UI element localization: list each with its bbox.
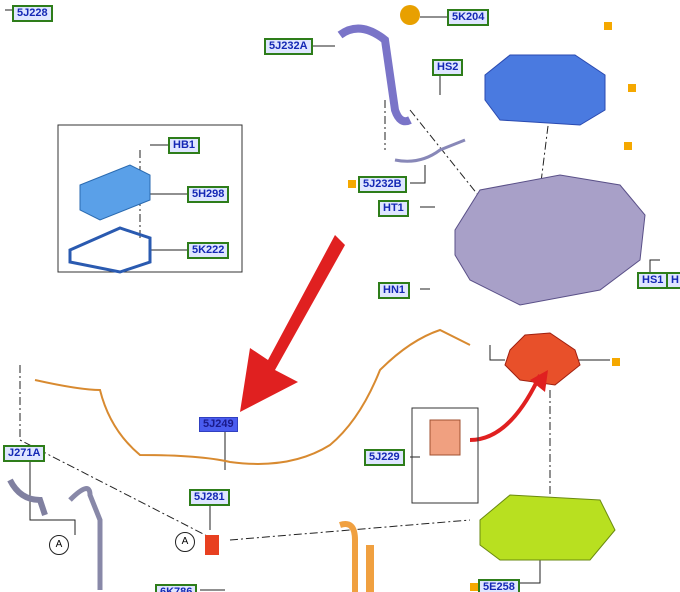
label-H[interactable]: H bbox=[666, 272, 680, 289]
label-5J229[interactable]: 5J229 bbox=[364, 449, 405, 466]
label-J271A[interactable]: J271A bbox=[3, 445, 46, 462]
label-5E258[interactable]: 5E258 bbox=[478, 579, 520, 592]
note-marker bbox=[470, 583, 478, 591]
label-5J228[interactable]: 5J228 bbox=[12, 5, 53, 22]
note-marker bbox=[628, 84, 636, 92]
label-HS2[interactable]: HS2 bbox=[432, 59, 464, 76]
label-5K222[interactable]: 5K222 bbox=[187, 242, 230, 259]
note-marker bbox=[604, 22, 612, 30]
label-HB1[interactable]: HB1 bbox=[168, 137, 201, 154]
note-marker bbox=[612, 358, 620, 366]
label-5J249-highlighted[interactable]: 5J249 bbox=[199, 417, 238, 432]
label-5J232B[interactable]: 5J232B bbox=[358, 176, 407, 193]
label-5J281[interactable]: 5J281 bbox=[189, 489, 230, 506]
note-marker bbox=[348, 180, 356, 188]
label-5H298[interactable]: 5H298 bbox=[187, 186, 230, 203]
label-5K204[interactable]: 5K204 bbox=[447, 9, 490, 26]
label-HN1[interactable]: HN1 bbox=[378, 282, 411, 299]
reference-circle-a: A bbox=[49, 535, 69, 555]
label-HT1[interactable]: HT1 bbox=[378, 200, 409, 217]
label-5J232A[interactable]: 5J232A bbox=[264, 38, 313, 55]
label-6K786[interactable]: 6K786 bbox=[155, 584, 198, 592]
reference-circle-a: A bbox=[175, 532, 195, 552]
note-marker bbox=[624, 142, 632, 150]
label-HS1[interactable]: HS1 bbox=[637, 272, 669, 289]
